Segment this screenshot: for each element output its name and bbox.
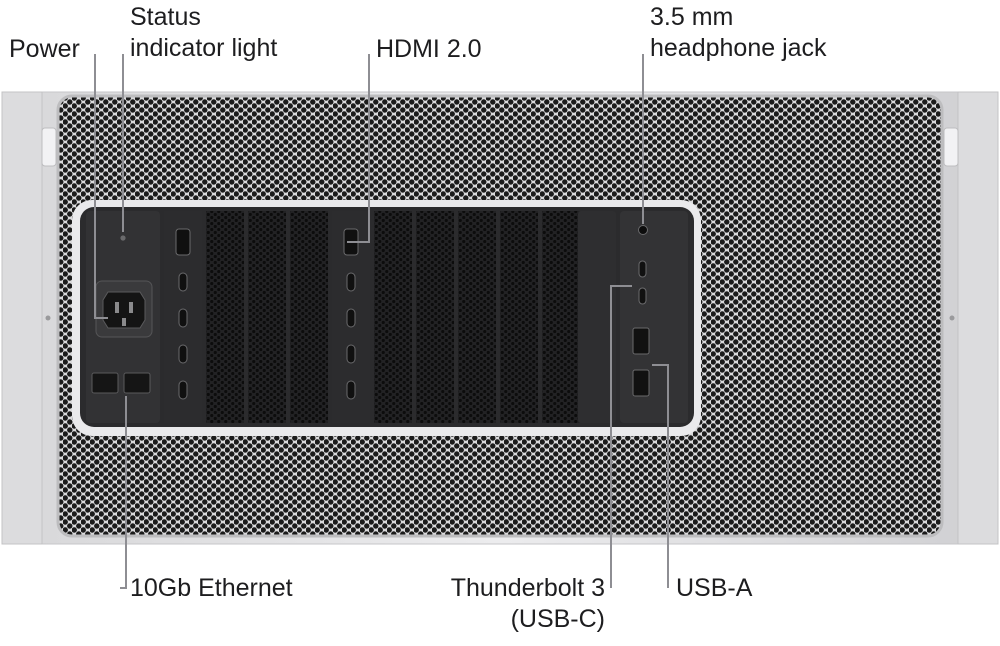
usb-a-port-2 — [632, 369, 650, 397]
label-thunderbolt-line1: Thunderbolt 3 — [450, 574, 605, 602]
label-usb-a: USB-A — [676, 573, 752, 604]
io-module-right — [620, 211, 688, 423]
gpu-thunderbolt-port — [346, 308, 356, 328]
label-ethernet-text: 10Gb Ethernet — [130, 574, 293, 602]
label-hdmi-text: HDMI 2.0 — [376, 35, 482, 63]
hdmi-port — [175, 228, 191, 256]
right-handle — [957, 91, 999, 545]
ethernet-port-2 — [123, 372, 151, 394]
label-status-light: Status indicator light — [130, 2, 277, 64]
expansion-slot — [206, 211, 244, 423]
leader-thunderbolt — [610, 285, 632, 588]
label-power-text: Power — [9, 35, 80, 63]
thunderbolt-port-1 — [638, 260, 647, 278]
gpu-thunderbolt-port — [178, 380, 188, 400]
expansion-slot — [416, 211, 454, 423]
expansion-slot — [542, 211, 580, 423]
expansion-slot — [500, 211, 538, 423]
label-hdmi: HDMI 2.0 — [376, 34, 482, 65]
label-status-line2: indicator light — [130, 34, 278, 62]
expansion-slot — [458, 211, 496, 423]
headphone-jack — [638, 225, 648, 235]
expansion-slots — [164, 211, 580, 423]
status-indicator-light — [120, 235, 126, 241]
label-status-line1: Status — [130, 3, 201, 31]
gpu-thunderbolt-port — [178, 308, 188, 328]
gpu-thunderbolt-port — [346, 380, 356, 400]
label-power: Power — [9, 34, 80, 65]
thunderbolt-port-2 — [638, 287, 647, 305]
leader-usb-a — [652, 364, 669, 588]
label-headphone-line1: 3.5 mm — [650, 3, 734, 31]
label-usb-a-text: USB-A — [676, 574, 753, 602]
gpu-thunderbolt-port — [178, 344, 188, 364]
expansion-slot — [374, 211, 412, 423]
label-thunderbolt: Thunderbolt 3 (USB-C) — [400, 573, 605, 635]
label-headphone-line2: headphone jack — [650, 34, 827, 62]
leader-hdmi — [347, 54, 370, 243]
expansion-slot — [248, 211, 286, 423]
leader-ethernet — [120, 396, 127, 589]
gpu-thunderbolt-port — [346, 344, 356, 364]
leader-power — [94, 54, 108, 319]
ethernet-port-1 — [91, 372, 119, 394]
gpu-thunderbolt-port — [178, 272, 188, 292]
left-handle — [1, 91, 43, 545]
label-ethernet: 10Gb Ethernet — [130, 573, 293, 604]
gpu-thunderbolt-port — [346, 272, 356, 292]
label-thunderbolt-line2: (USB-C) — [510, 605, 605, 633]
label-headphone-jack: 3.5 mm headphone jack — [650, 2, 827, 64]
usb-a-port-1 — [632, 327, 650, 355]
expansion-slot — [290, 211, 328, 423]
